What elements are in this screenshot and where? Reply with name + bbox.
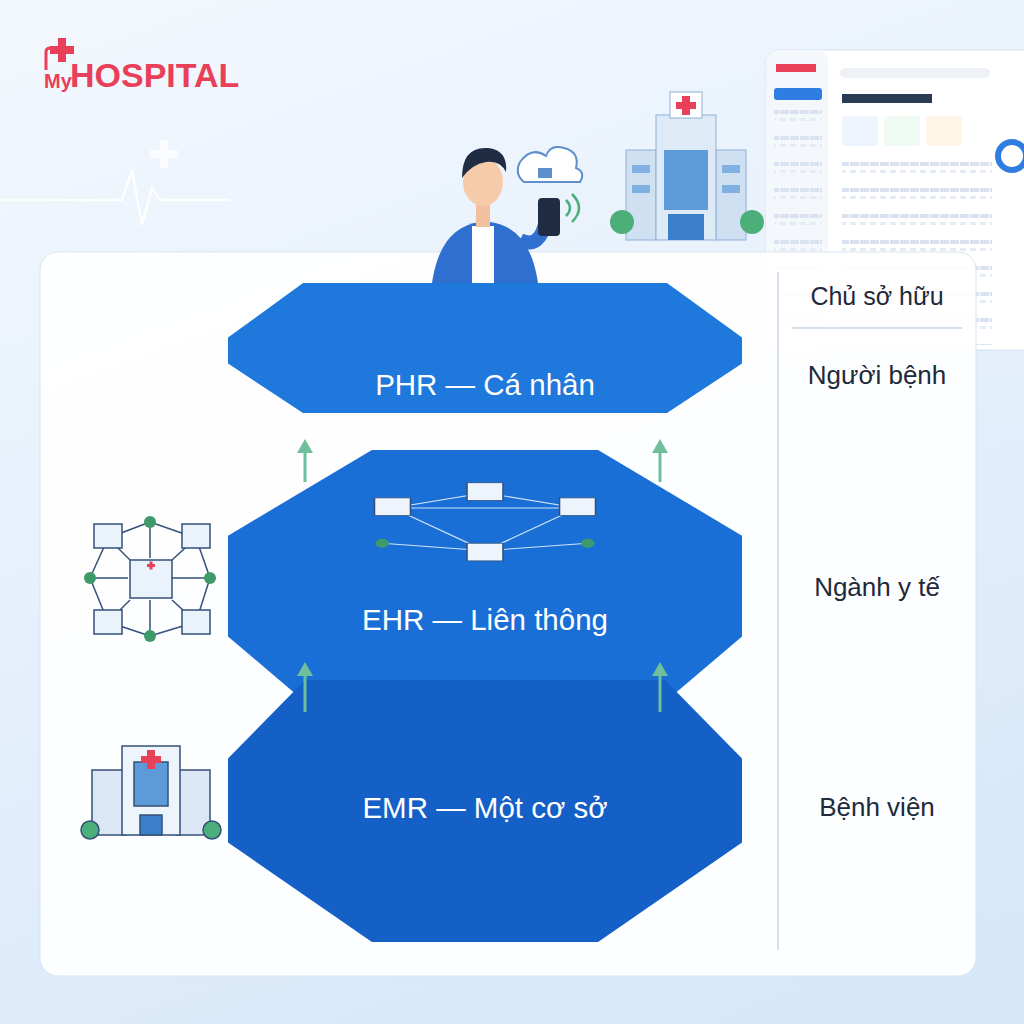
ecg-line [0,170,230,225]
network-hospitals [94,524,210,634]
band-title: EMR — Một cơ sở [228,788,742,828]
card-panel [40,252,976,976]
layer-band: EMR — Một cơ sở [228,680,742,942]
up-arrow [297,439,313,482]
logo-icon [46,38,74,70]
network-icon [90,522,210,636]
owner-label: Bệnh viện [819,792,935,823]
band-title: EHR — Liên thông [228,600,742,640]
owner-label: Ngành y tế [814,572,940,603]
up-arrow [652,439,668,482]
band-title: PHR — Cá nhân [228,365,742,405]
hospital-icon [81,746,221,839]
owner-label: Người bệnh [808,360,947,391]
logo-text: My [44,70,72,93]
network-nodes [84,516,216,642]
layer-band: PHR — Cá nhân [228,283,742,413]
owner-label: Chủ sở hữu [810,282,943,311]
logo-text: HOSPITAL [70,56,239,95]
hospital-building [610,92,764,240]
